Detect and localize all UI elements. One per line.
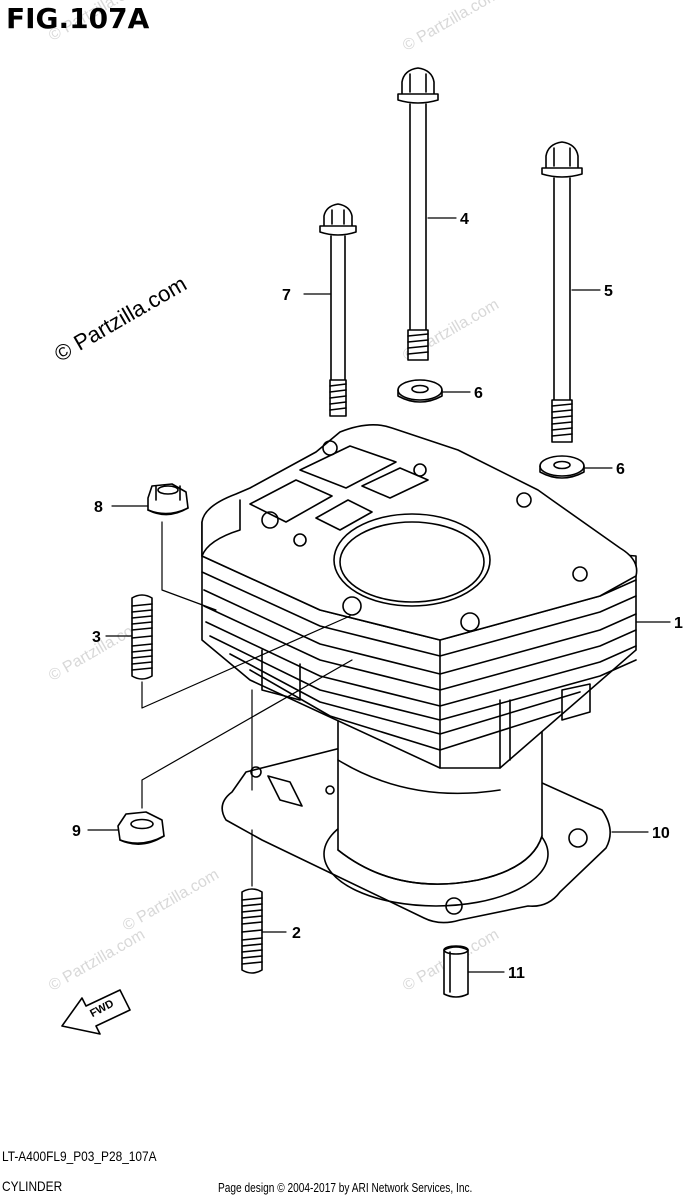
callout-numbers: 1 2 3 4 5 6 6 7 8 9 10 11 xyxy=(72,211,683,982)
callout-7: 7 xyxy=(282,287,291,304)
callout-5: 5 xyxy=(604,283,613,300)
washer-6-lower xyxy=(539,455,585,479)
page-credit: Page design © 2004-2017 by ARI Network S… xyxy=(218,1180,473,1195)
callout-3: 3 xyxy=(92,629,101,646)
callout-11: 11 xyxy=(508,965,525,982)
nut-9 xyxy=(117,811,165,845)
callout-1: 1 xyxy=(674,615,683,632)
leader-lines xyxy=(87,217,671,973)
callout-10: 10 xyxy=(652,825,670,842)
figure-subtitle: CYLINDER xyxy=(2,1178,63,1194)
callout-2: 2 xyxy=(292,925,301,942)
cylinder-block xyxy=(201,424,638,769)
nut-8 xyxy=(147,483,189,516)
callout-6-lower: 6 xyxy=(616,461,625,478)
short-bolt-7 xyxy=(319,203,357,417)
callout-4: 4 xyxy=(460,211,469,228)
callout-9: 9 xyxy=(72,823,81,840)
washer-6-upper xyxy=(397,379,443,403)
dowel-11 xyxy=(443,945,469,998)
fwd-arrow-icon xyxy=(61,989,131,1035)
callout-6-upper: 6 xyxy=(474,385,483,402)
figure-code: LT-A400FL9_P03_P28_107A xyxy=(2,1148,157,1164)
long-bolt-5 xyxy=(541,141,583,443)
long-bolt-4 xyxy=(397,67,439,361)
stud-3 xyxy=(131,594,153,680)
stud-2 xyxy=(241,888,263,974)
figure-title: FIG.107A xyxy=(6,2,150,35)
callout-8: 8 xyxy=(94,499,103,516)
